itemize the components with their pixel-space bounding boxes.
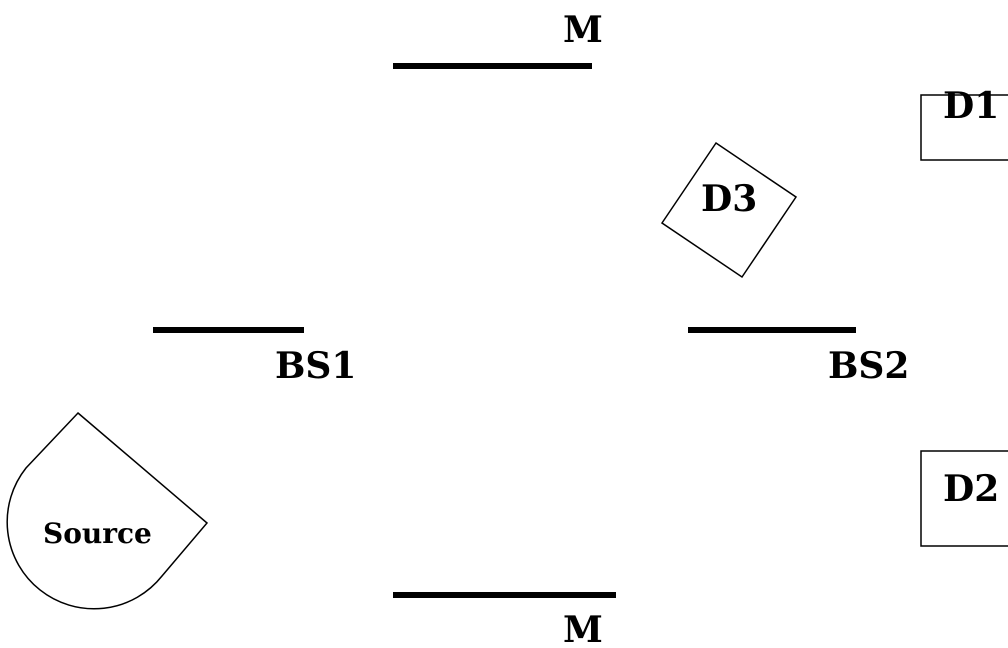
beam-splitter-1-label: BS1 [275,345,356,387]
detector-1: D1 [920,85,1008,161]
detector-1-box [920,94,1008,161]
beam-splitter-2: BS2 [688,327,909,387]
detector-3-label: D3 [701,178,757,220]
beam-splitter-1: BS1 [153,327,356,387]
detector-2: D2 [920,450,1008,547]
source-shape [6,411,209,610]
mirror-bottom-label: M [563,609,603,648]
detector-3: D3 [660,141,798,279]
detector-1-label: D1 [943,85,999,127]
detector-2-box [920,450,1008,547]
beam-splitter-2-label: BS2 [828,345,909,387]
mirror-top-label: M [563,9,603,51]
mirror-bottom: M [393,592,616,648]
detector-3-box [660,141,798,279]
source: Source [6,411,209,610]
detector-2-label: D2 [943,468,999,510]
mirror-top: M [393,9,603,69]
source-label: Source [43,517,152,550]
